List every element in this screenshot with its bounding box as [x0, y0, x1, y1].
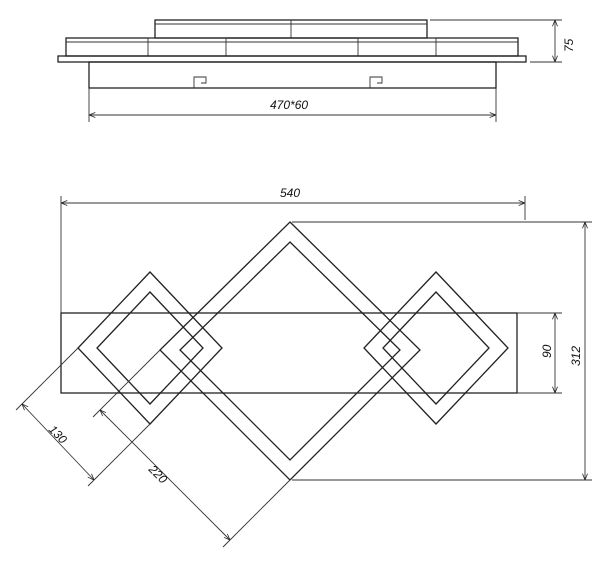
dim-small-square-label: 130 — [46, 422, 70, 446]
dim-large-square: 220 — [92, 349, 291, 548]
top-view — [60, 221, 518, 481]
dim-overall-width-label: 540 — [280, 186, 300, 200]
dim-overall-height: 312 — [292, 221, 592, 481]
dim-base-plate-height: 90 — [517, 312, 562, 394]
dim-overall-width: 540 — [60, 186, 526, 313]
dim-overall-height-label: 312 — [569, 346, 583, 366]
dim-base-plate-height-label: 90 — [540, 344, 554, 358]
dim-base-width: 470*60 — [88, 88, 497, 122]
dim-base-width-label: 470*60 — [270, 98, 308, 112]
side-view — [57, 19, 527, 89]
dim-large-square-label: 220 — [145, 462, 170, 487]
dim-side-height: 75 — [430, 19, 576, 63]
dim-small-square: 130 — [15, 347, 151, 487]
dim-side-height-label: 75 — [562, 38, 576, 52]
